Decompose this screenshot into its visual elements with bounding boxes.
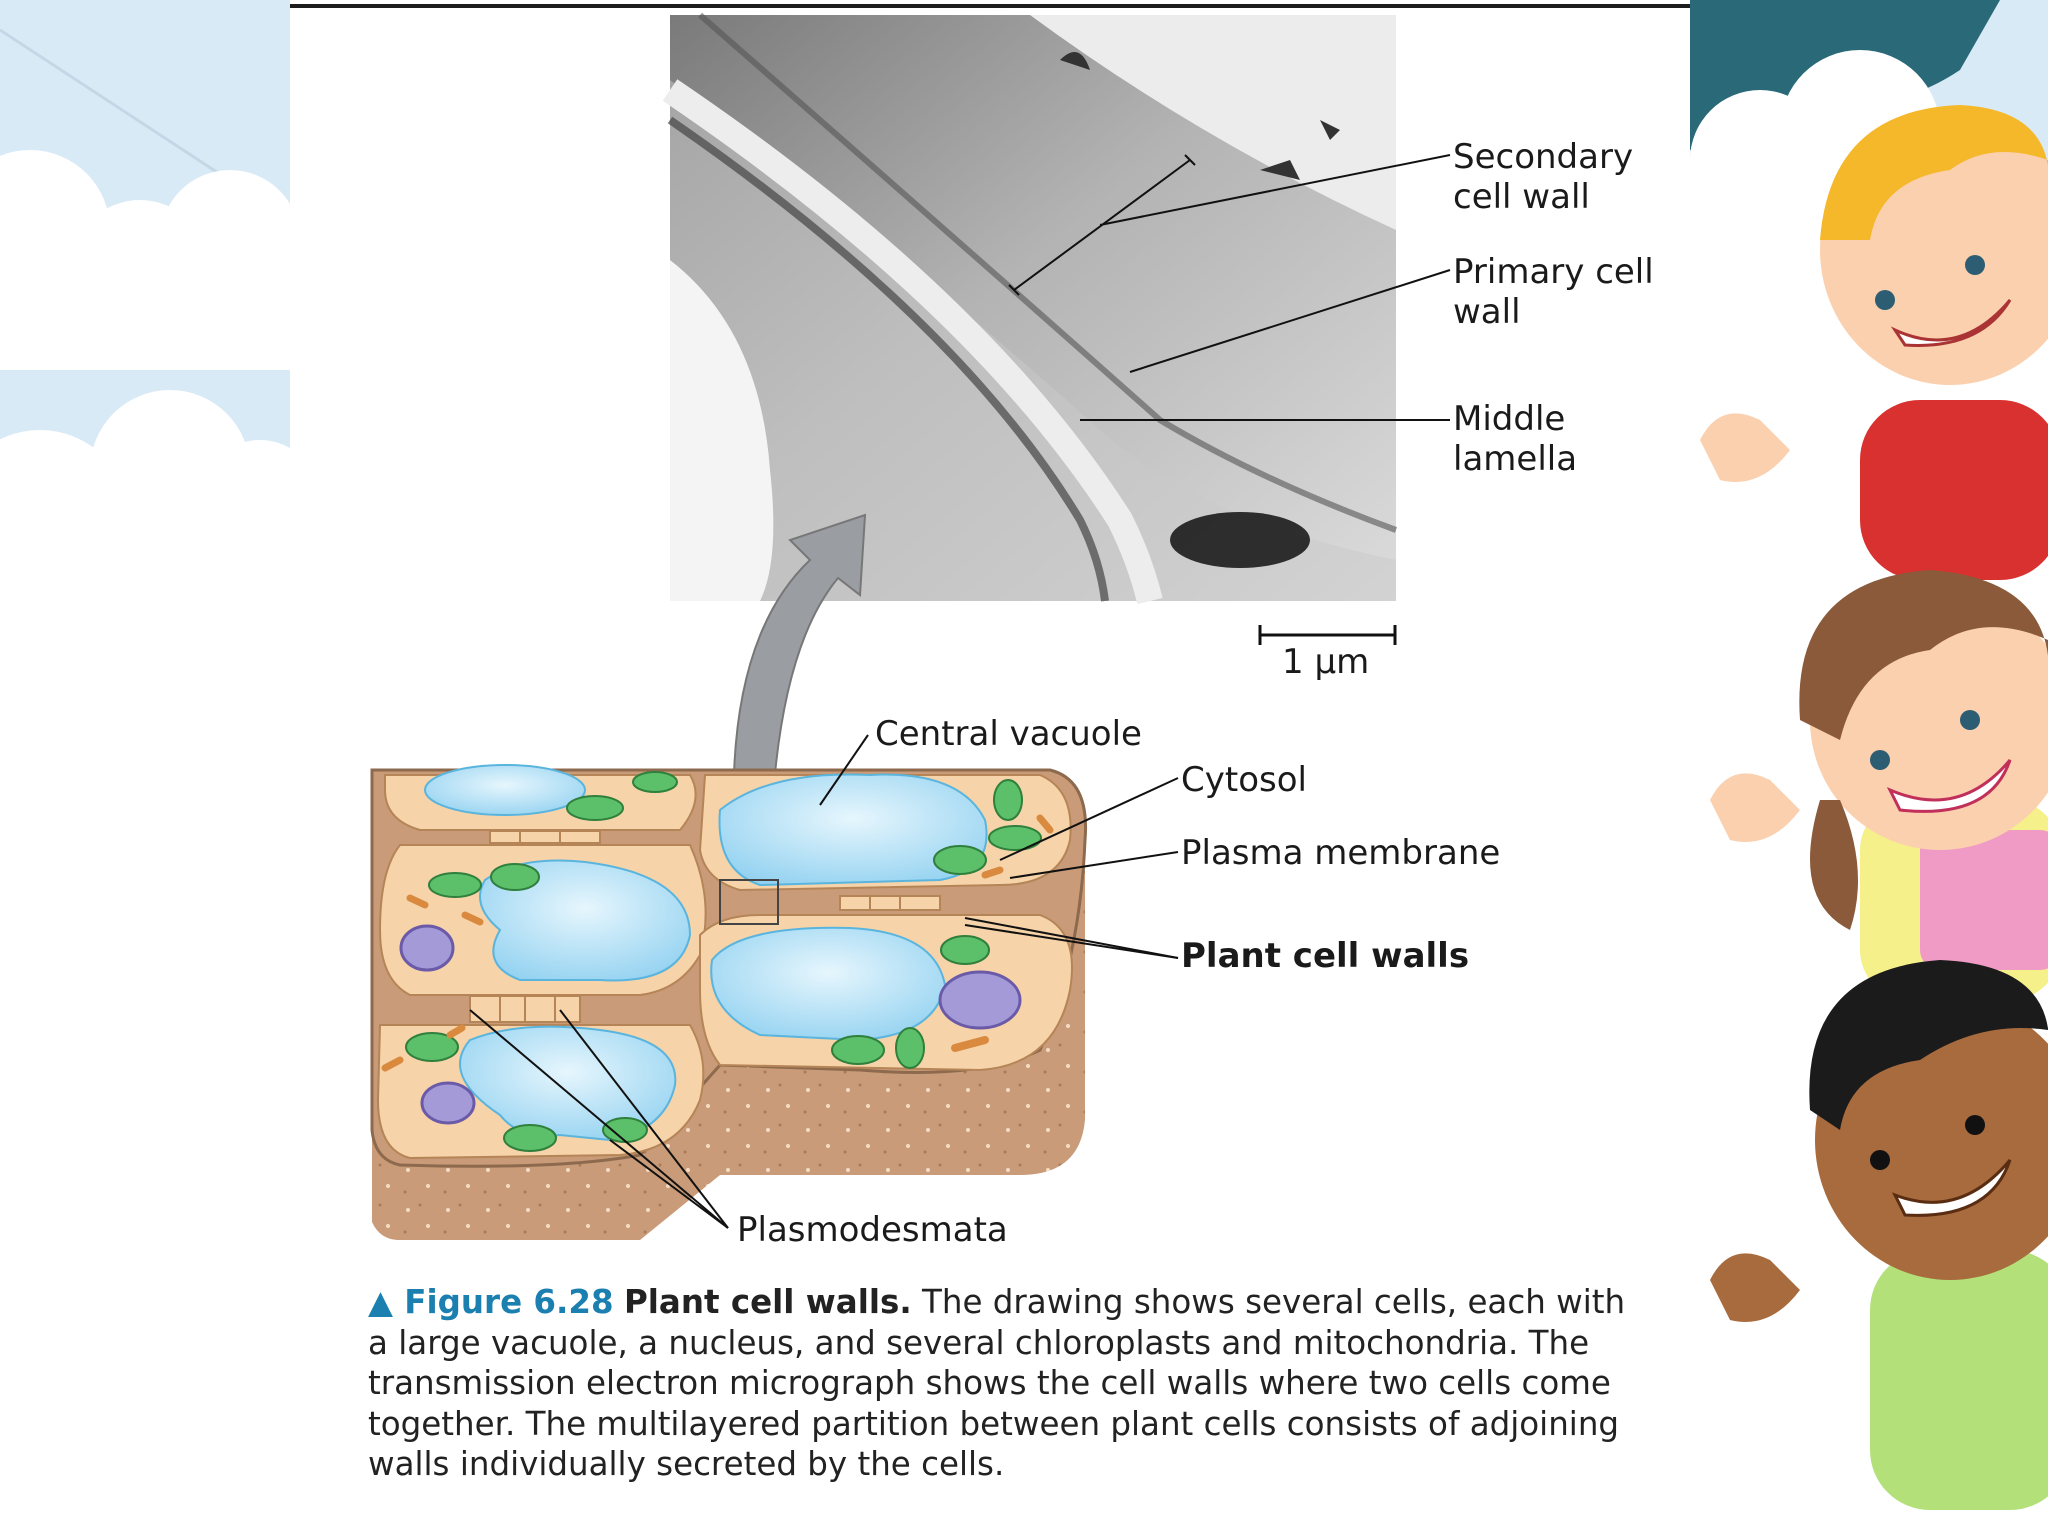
figure-number: ▲ Figure 6.28: [368, 1283, 614, 1321]
nucleus: [938, 970, 1022, 1030]
figure-caption: ▲ Figure 6.28 Plant cell walls. The draw…: [368, 1282, 1643, 1485]
cell-middle-right: [699, 914, 1073, 1072]
cell-middle-left: [378, 844, 707, 996]
chloroplast: [940, 935, 990, 965]
scale-bar-label: 1 µm: [1282, 642, 1370, 682]
cell-bottom-left: [376, 1024, 705, 1160]
zoom-region-box: [719, 879, 779, 925]
label-plasmodesmata: Plasmodesmata: [737, 1210, 1008, 1250]
cartoon-boy-blond: [1700, 105, 2048, 580]
chloroplast: [490, 863, 540, 891]
figure-caption-body: The drawing shows several cells, each wi…: [368, 1283, 1626, 1483]
nucleus: [399, 924, 455, 972]
cloud-left: [0, 150, 320, 1536]
nucleus: [420, 1081, 476, 1125]
label-primary-cell-wall: Primary cell wall: [1453, 252, 1654, 332]
label-secondary-cell-wall: Secondary cell wall: [1453, 137, 1634, 217]
chloroplast: [831, 1035, 885, 1065]
scale-bar: [1258, 625, 1397, 645]
cell-top-left: [384, 764, 697, 831]
label-cytosol: Cytosol: [1181, 760, 1307, 800]
label-middle-lamella: Middle lamella: [1453, 399, 1578, 479]
chloroplast: [503, 1124, 557, 1152]
cartoon-girl: [1710, 570, 2048, 1000]
drawing-leader-lines: [469, 734, 1179, 1229]
chloroplast: [602, 1117, 648, 1143]
label-plant-cell-walls: Plant cell walls: [1181, 936, 1470, 976]
plant-cell-block-drawing: [370, 764, 1088, 1240]
chloroplast: [895, 1027, 925, 1069]
cartoon-boy-dark-hair: [1710, 960, 2048, 1510]
chloroplast: [988, 825, 1042, 851]
slide-top-border: [290, 4, 1690, 8]
label-central-vacuole: Central vacuole: [875, 714, 1142, 754]
label-plasma-membrane: Plasma membrane: [1181, 833, 1501, 873]
micrograph-leader-lines: [1008, 154, 1451, 421]
chloroplast: [405, 1032, 459, 1062]
chloroplast: [993, 779, 1023, 821]
cell-top-right: [698, 773, 1072, 892]
chloroplast: [933, 845, 987, 875]
chloroplast: [566, 795, 624, 821]
electron-micrograph: [662, 12, 1398, 605]
chloroplast: [428, 872, 482, 898]
figure-title: Plant cell walls.: [623, 1283, 912, 1321]
chloroplast: [632, 771, 678, 793]
